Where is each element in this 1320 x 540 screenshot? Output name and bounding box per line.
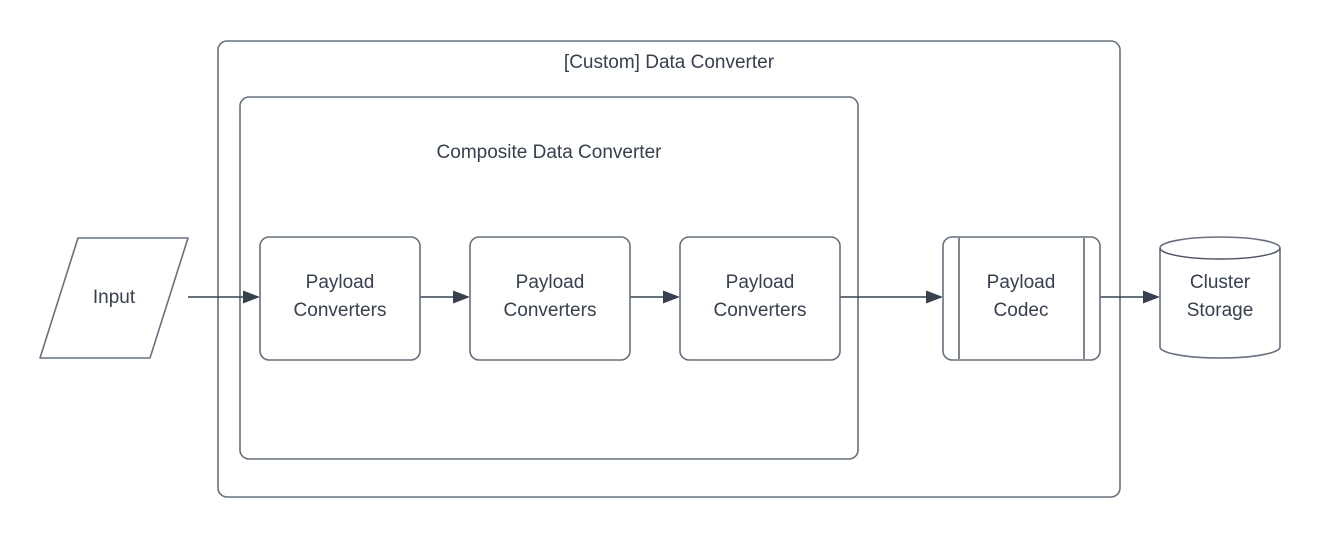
node-input-shape: [39, 237, 189, 359]
container-custom-data-converter-border: [217, 40, 1121, 498]
node-cluster-storage-top-ellipse: [1159, 247, 1281, 260]
container-composite-data-converter-label: Composite Data Converter: [437, 142, 663, 163]
node-input-label: Input: [93, 287, 136, 308]
node-cluster-storage-body: [1159, 236, 1281, 359]
node-payload-converters-2-label-line1: Payload: [516, 272, 585, 293]
node-payload-codec-label-line1: Payload: [987, 272, 1056, 293]
edge-payload-codec-to-cluster-storage: [1100, 290, 1160, 304]
container-custom-data-converter[interactable]: [Custom] Data Converter: [217, 40, 1121, 498]
edge-payload-converters-3-to-payload-codec: [840, 290, 943, 304]
node-payload-converters-3-label-line1: Payload: [726, 272, 795, 293]
node-payload-converters-2[interactable]: Payload Converters: [469, 236, 631, 361]
node-payload-codec-label-line2: Codec: [994, 300, 1049, 321]
node-payload-converters-2-label-line2: Converters: [504, 300, 597, 321]
node-cluster-storage-label-line2: Storage: [1187, 300, 1254, 321]
node-payload-converters-3-shape: [679, 236, 841, 361]
node-payload-converters-3[interactable]: Payload Converters: [679, 236, 841, 361]
container-composite-data-converter-border: [239, 96, 859, 460]
edge-payload-converters-3-to-payload-codec-arrowhead: [926, 290, 943, 304]
edge-input-to-payload-converters-1-arrowhead: [243, 290, 260, 304]
container-composite-data-converter[interactable]: Composite Data Converter: [239, 96, 859, 460]
container-custom-data-converter-label: [Custom] Data Converter: [564, 52, 775, 73]
node-payload-converters-1-label-line1: Payload: [306, 272, 375, 293]
node-cluster-storage-label-line1: Cluster: [1190, 272, 1251, 293]
node-payload-codec-shape: [942, 236, 1101, 361]
edge-input-to-payload-converters-1: [188, 290, 260, 304]
node-payload-converters-3-label-line2: Converters: [714, 300, 807, 321]
edge-payload-converters-2-to-payload-converters-3-arrowhead: [663, 290, 680, 304]
node-payload-codec[interactable]: Payload Codec: [942, 236, 1101, 361]
node-cluster-storage[interactable]: Cluster Storage: [1159, 236, 1281, 359]
node-payload-converters-1[interactable]: Payload Converters: [259, 236, 421, 361]
edge-payload-converters-1-to-payload-converters-2: [420, 290, 470, 304]
edge-payload-converters-2-to-payload-converters-3: [630, 290, 680, 304]
node-payload-converters-1-label-line2: Converters: [294, 300, 387, 321]
node-payload-converters-2-shape: [469, 236, 631, 361]
edge-payload-converters-1-to-payload-converters-2-arrowhead: [453, 290, 470, 304]
node-payload-converters-1-shape: [259, 236, 421, 361]
node-input[interactable]: Input: [39, 237, 189, 359]
edge-payload-codec-to-cluster-storage-arrowhead: [1143, 290, 1160, 304]
